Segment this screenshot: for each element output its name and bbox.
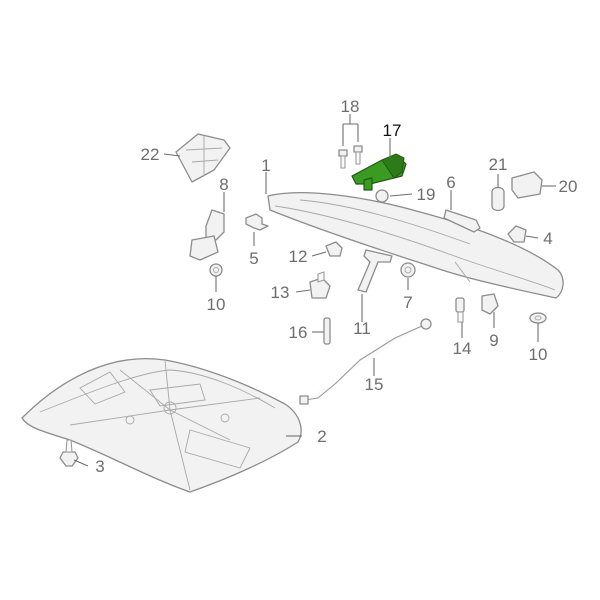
part-14-bolt[interactable] xyxy=(455,297,465,323)
part-9-clip[interactable] xyxy=(481,293,499,315)
part-10-grommet-right[interactable] xyxy=(529,312,547,324)
part-16-pin[interactable] xyxy=(323,317,331,345)
callout-11[interactable]: 11 xyxy=(353,319,371,338)
part-18-bolts[interactable] xyxy=(338,145,363,169)
callout-10-left[interactable]: 10 xyxy=(207,295,226,314)
part-15-cable[interactable] xyxy=(299,318,432,405)
part-7-grommet[interactable] xyxy=(400,262,416,278)
part-22-housing[interactable] xyxy=(175,133,231,183)
callout-13[interactable]: 13 xyxy=(271,283,290,302)
callout-15[interactable]: 15 xyxy=(365,375,384,394)
callout-18[interactable]: 18 xyxy=(341,97,360,116)
part-17-hinge-highlighted[interactable] xyxy=(351,153,407,191)
part-2-underbody-panel[interactable] xyxy=(21,358,302,493)
part-6-seal-strip[interactable] xyxy=(443,209,481,233)
callout-10-right[interactable]: 10 xyxy=(529,345,548,364)
callout-20[interactable]: 20 xyxy=(559,177,578,196)
callout-4[interactable]: 4 xyxy=(543,229,552,248)
part-4-bracket[interactable] xyxy=(507,225,527,243)
callout-19[interactable]: 19 xyxy=(417,185,436,204)
callout-17-active[interactable]: 17 xyxy=(383,121,402,140)
callout-6[interactable]: 6 xyxy=(446,173,455,192)
callout-22[interactable]: 22 xyxy=(141,145,160,164)
callout-5[interactable]: 5 xyxy=(249,249,258,268)
part-13-actuator[interactable] xyxy=(309,271,331,299)
callout-3[interactable]: 3 xyxy=(95,457,104,476)
callout-2[interactable]: 2 xyxy=(317,427,326,446)
part-11-handle[interactable] xyxy=(357,249,393,293)
part-3-push-clip[interactable] xyxy=(59,439,79,467)
part-12-bolt[interactable] xyxy=(325,241,343,257)
callout-16[interactable]: 16 xyxy=(289,323,308,342)
part-20-sensor[interactable] xyxy=(511,171,543,199)
callout-1[interactable]: 1 xyxy=(261,156,270,175)
part-10-grommet-left[interactable] xyxy=(209,263,223,277)
part-21-bulb[interactable] xyxy=(491,186,505,212)
leader-lines xyxy=(73,114,556,467)
callout-9[interactable]: 9 xyxy=(489,331,498,350)
part-5-clip[interactable] xyxy=(245,213,269,231)
callout-21[interactable]: 21 xyxy=(489,155,508,174)
callout-14[interactable]: 14 xyxy=(453,339,472,358)
callout-8[interactable]: 8 xyxy=(219,175,228,194)
callout-labels: 1 2 3 4 5 6 7 8 9 10 10 11 12 13 14 15 1… xyxy=(95,97,577,476)
callout-12[interactable]: 12 xyxy=(289,247,308,266)
part-19-plug[interactable] xyxy=(375,189,389,203)
part-1-trunk-lid[interactable] xyxy=(267,192,564,299)
callout-7[interactable]: 7 xyxy=(403,293,412,312)
part-8-latch-bracket[interactable] xyxy=(189,209,225,261)
